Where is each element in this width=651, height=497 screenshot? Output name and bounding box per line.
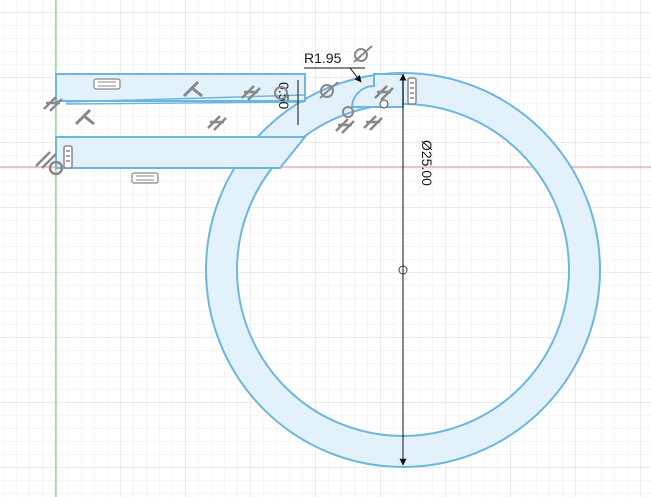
parallel-icon[interactable]: [241, 85, 261, 101]
tab-profile[interactable]: [350, 73, 404, 108]
diameter-dimension[interactable]: Ø25.00: [419, 140, 435, 186]
sketch-point[interactable]: [379, 99, 389, 109]
parallel-icon[interactable]: [363, 115, 383, 131]
parallel-icon[interactable]: [43, 96, 63, 112]
thickness-dimension[interactable]: 0.50: [276, 82, 292, 109]
coincident-icon[interactable]: [35, 151, 64, 176]
slot-line: [65, 94, 305, 103]
equal-icon[interactable]: [131, 172, 159, 184]
tangent-icon[interactable]: [274, 86, 288, 100]
midpoint-icon[interactable]: [342, 106, 354, 118]
slot-line: [65, 101, 305, 105]
fix-icon[interactable]: [407, 77, 417, 105]
tangent-icon[interactable]: [353, 45, 373, 63]
parallel-icon[interactable]: [374, 85, 394, 101]
equal-icon[interactable]: [93, 78, 121, 90]
parallel-icon[interactable]: [335, 118, 355, 134]
parallel-icon[interactable]: [207, 115, 227, 131]
perpendicular-icon[interactable]: [74, 108, 95, 126]
radius-dimension[interactable]: R1.95: [304, 50, 342, 66]
fix-icon[interactable]: [63, 145, 73, 169]
radius-leader: [349, 67, 362, 83]
perpendicular-icon[interactable]: [182, 80, 203, 98]
tangent-icon[interactable]: [319, 81, 339, 99]
